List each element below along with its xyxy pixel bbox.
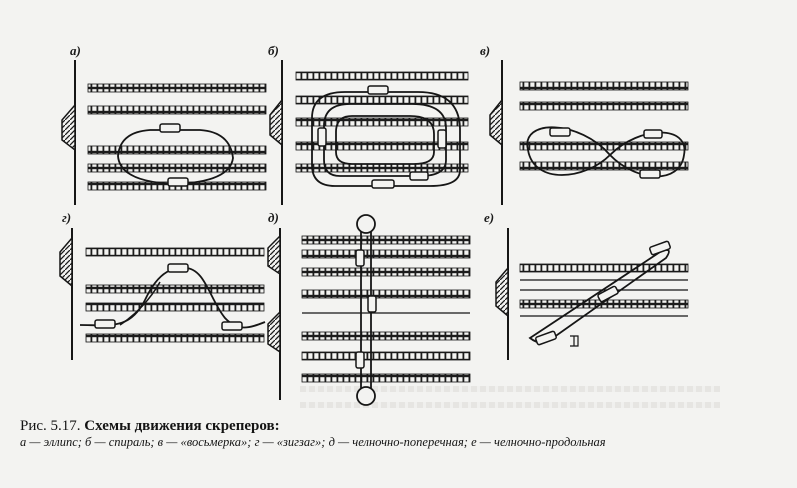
scraper-icon bbox=[167, 263, 189, 273]
scraper-icon bbox=[159, 123, 181, 133]
scraper-icon bbox=[639, 169, 661, 179]
scraper-icon bbox=[355, 351, 365, 369]
panel-a: а) bbox=[61, 43, 267, 205]
panel-e: е) bbox=[484, 210, 689, 360]
scraper-icon bbox=[355, 249, 365, 267]
scraper-icon bbox=[649, 240, 671, 256]
scraper-icon bbox=[221, 321, 243, 331]
scraper-movement-diagram: а) б) bbox=[59, 43, 689, 406]
scraper-icon bbox=[94, 319, 116, 329]
panel-g: г) bbox=[59, 210, 266, 360]
scraper-icon bbox=[643, 129, 663, 139]
scraper-icon bbox=[317, 127, 327, 147]
panel-b: б) bbox=[268, 43, 469, 205]
scraper-icon bbox=[409, 171, 429, 181]
figure-caption: Рис. 5.17. Схемы движения скреперов: а —… bbox=[20, 418, 780, 450]
figure-number: Рис. 5.17. bbox=[20, 418, 81, 434]
scraper-icon bbox=[367, 85, 389, 95]
figure-title: Схемы движения скреперов: bbox=[84, 418, 280, 434]
panel-a-label: а) bbox=[70, 43, 81, 58]
scraper-icon bbox=[549, 127, 571, 137]
panel-e-label: е) bbox=[484, 210, 494, 225]
scraper-icon bbox=[371, 179, 395, 189]
caption-title: Рис. 5.17. Схемы движения скреперов: bbox=[20, 418, 780, 434]
panel-d: д) bbox=[267, 210, 471, 406]
bleed-through-line bbox=[300, 402, 720, 408]
bleed-through-line bbox=[300, 386, 720, 392]
scraper-icon bbox=[167, 177, 189, 187]
scraper-icon bbox=[535, 330, 557, 346]
panel-v: в) bbox=[480, 43, 689, 205]
panel-d-label: д) bbox=[268, 210, 279, 225]
caption-legend: а — эллипс; б — спираль; в — «восьмерка»… bbox=[20, 435, 606, 449]
panel-b-label: б) bbox=[268, 43, 279, 58]
scraper-icon bbox=[367, 295, 377, 313]
panel-v-label: в) bbox=[480, 43, 490, 58]
panel-g-label: г) bbox=[62, 210, 71, 225]
scraper-icon bbox=[437, 129, 447, 149]
scraper-icon bbox=[597, 285, 619, 303]
